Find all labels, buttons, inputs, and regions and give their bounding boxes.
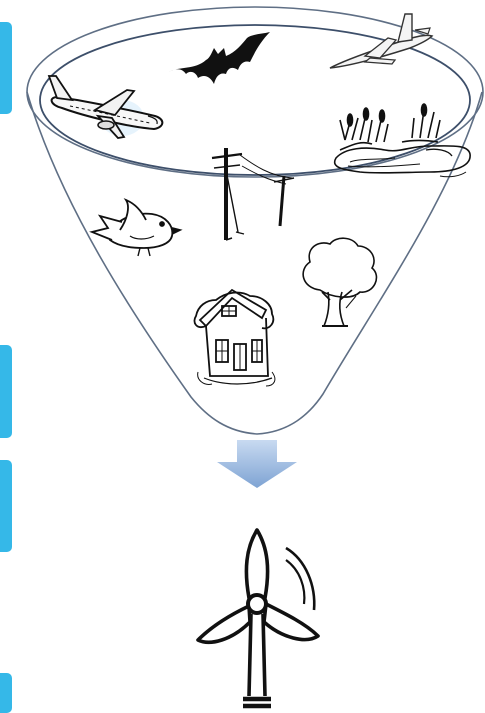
airliner-icon — [49, 76, 162, 138]
funnel — [27, 7, 483, 434]
tree-icon — [303, 238, 376, 326]
down-arrow-icon — [217, 440, 297, 488]
bird-icon — [92, 200, 180, 256]
house-icon — [194, 290, 274, 386]
bat-icon — [168, 32, 270, 84]
wind-turbine-icon — [198, 530, 318, 706]
jet-icon — [330, 14, 432, 68]
funnel-outer-rim — [27, 7, 483, 177]
power-lines-icon — [212, 148, 294, 240]
